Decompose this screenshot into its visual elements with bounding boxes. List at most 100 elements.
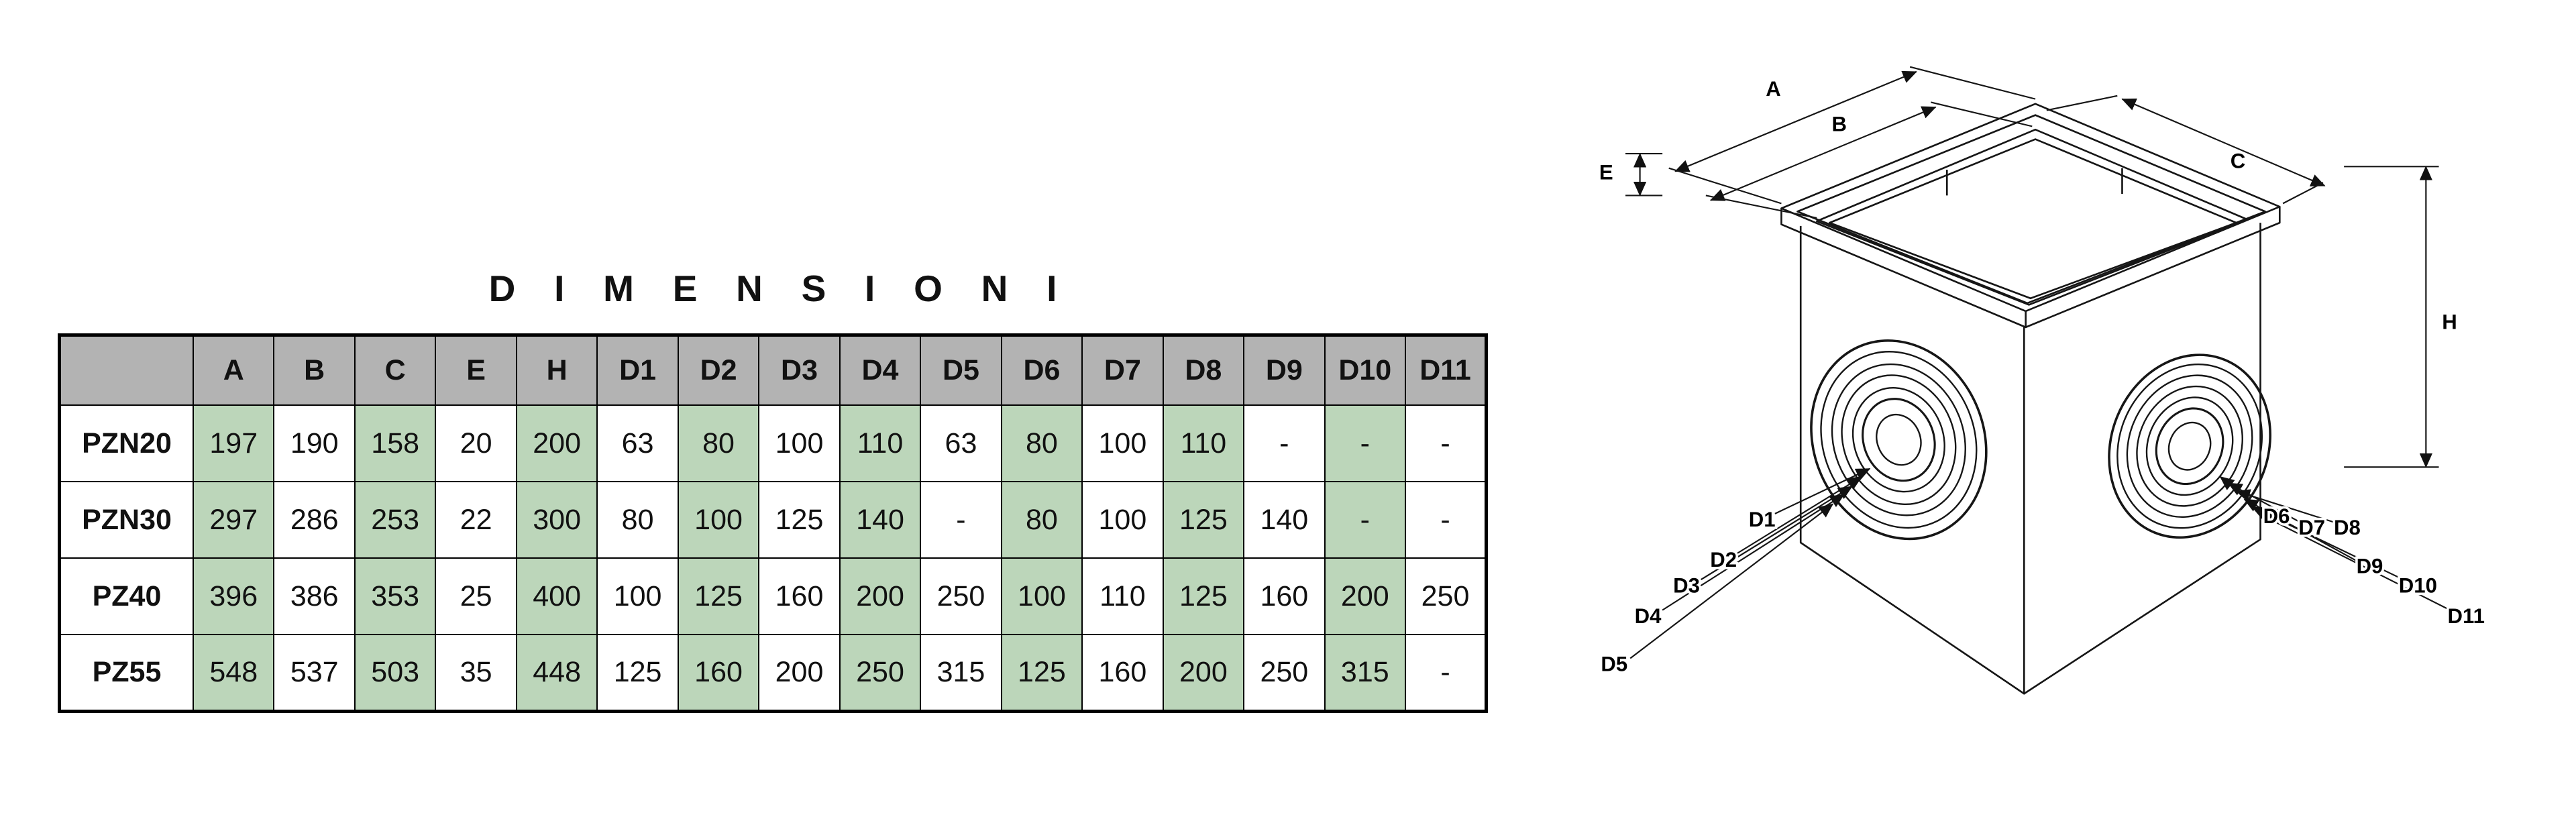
column-header-d7: D7 [1081,334,1164,406]
cell-pz40-d7: 110 [1081,557,1164,635]
cell-pzn20-d1: 63 [596,404,679,482]
cell-pz55-d6: 125 [1000,634,1083,712]
row-label-pzn20: PZN20 [58,404,194,482]
cell-pzn30-d11: - [1405,481,1487,559]
cell-pz55-h: 448 [515,634,598,712]
cell-pzn20-d8: 110 [1162,404,1245,482]
column-header-d4: D4 [839,334,922,406]
cell-pzn30-d9: 140 [1243,481,1326,559]
cell-pz40-d2: 125 [677,557,760,635]
cell-pzn30-b: 286 [273,481,356,559]
label-d4: D4 [1635,604,1662,628]
cell-pzn30-e: 22 [435,481,517,559]
cell-pz55-d3: 200 [758,634,841,712]
column-header-d6: D6 [1000,334,1083,406]
label-d11: D11 [2448,604,2485,628]
cell-pz55-d11: - [1405,634,1487,712]
leader-d10 [2251,506,2408,582]
cell-pz40-d10: 200 [1324,557,1407,635]
dim-line-b [1709,106,1937,201]
body-right-face [2023,223,2261,695]
label-e: E [1599,160,1613,184]
cell-pz40-d4: 200 [839,557,922,635]
ext-a1 [1668,167,1782,205]
cell-pz55-d9: 250 [1243,634,1326,712]
cell-pz55-a: 548 [192,634,275,712]
rim-edge [1796,114,2267,305]
ext-b1 [1705,195,1817,219]
cell-pz55-d2: 160 [677,634,760,712]
cell-pzn30-d6: 80 [1000,481,1083,559]
cell-pzn30-h: 300 [515,481,598,559]
cell-pzn20-a: 197 [192,404,275,482]
cell-pz40-d8: 125 [1162,557,1245,635]
column-header-d8: D8 [1162,334,1245,406]
leader-d3 [1701,486,1853,581]
cell-pz55-c: 503 [354,634,437,712]
cell-pzn20-d9: - [1243,404,1326,482]
column-header-d11: D11 [1405,334,1487,406]
label-b: B [1831,113,1847,136]
left-port-rings [1810,339,1988,541]
column-header-c: C [354,334,437,406]
ext-c2 [2282,182,2324,205]
cell-pzn20-d11: - [1405,404,1487,482]
column-header-a: A [192,334,275,406]
dim-line-c [2121,98,2326,187]
dim-line-a [1674,70,1917,172]
right-port-rings [2108,353,2271,539]
label-d6: D6 [2263,504,2290,528]
label-a: A [1766,77,1781,101]
cell-pz40-d9: 160 [1243,557,1326,635]
cell-pzn20-h: 200 [515,404,598,482]
cell-pz40-d3: 160 [758,557,841,635]
label-d2: D2 [1710,548,1737,571]
cell-pz55-e: 35 [435,634,517,712]
cell-pz55-d7: 160 [1081,634,1164,712]
column-header-b: B [273,334,356,406]
row-label-pz40: PZ40 [58,557,194,635]
cell-pz55-d8: 200 [1162,634,1245,712]
cell-pzn30-d3: 125 [758,481,841,559]
cell-pzn30-d5: - [920,481,1002,559]
table-title: DIMENSIONI [488,268,1096,309]
cell-pzn30-d2: 100 [677,481,760,559]
technical-drawing: A B C E H D1 D2 D3 D4 D5 D6 D7 D8 D9 D10… [1597,66,2487,695]
leader-d1 [1774,468,1871,514]
ext-c1 [2046,95,2118,111]
body-left-face [1799,225,2025,695]
cell-pz55-b: 537 [273,634,356,712]
cell-pzn20-d6: 80 [1000,404,1083,482]
cell-pzn20-b: 190 [273,404,356,482]
cell-pz40-h: 400 [515,557,598,635]
dimension-labels: A B C E H D1 D2 D3 D4 D5 D6 D7 D8 D9 D10… [1597,74,2487,678]
column-header-d5: D5 [920,334,1002,406]
ext-b2 [1931,101,2033,127]
leader-d8 [2235,489,2338,525]
cell-pzn30-a: 297 [192,481,275,559]
cell-pzn20-c: 158 [354,404,437,482]
leader-d5 [1629,503,1834,659]
row-label-pz55: PZ55 [58,634,194,712]
cell-pz40-d11: 250 [1405,557,1487,635]
column-header-e: E [435,334,517,406]
column-header-d9: D9 [1243,334,1326,406]
cell-pz40-e: 25 [435,557,517,635]
column-header-d2: D2 [677,334,760,406]
cell-pzn20-d10: - [1324,404,1407,482]
leader-d4 [1662,494,1845,611]
label-d9: D9 [2357,555,2383,578]
label-d1: D1 [1749,508,1776,531]
cell-pz55-d4: 250 [839,634,922,712]
label-d7: D7 [2298,516,2325,539]
cell-pz55-d10: 315 [1324,634,1407,712]
cell-pz55-d1: 125 [596,634,679,712]
label-d8: D8 [2334,516,2361,539]
cell-pz40-a: 396 [192,557,275,635]
